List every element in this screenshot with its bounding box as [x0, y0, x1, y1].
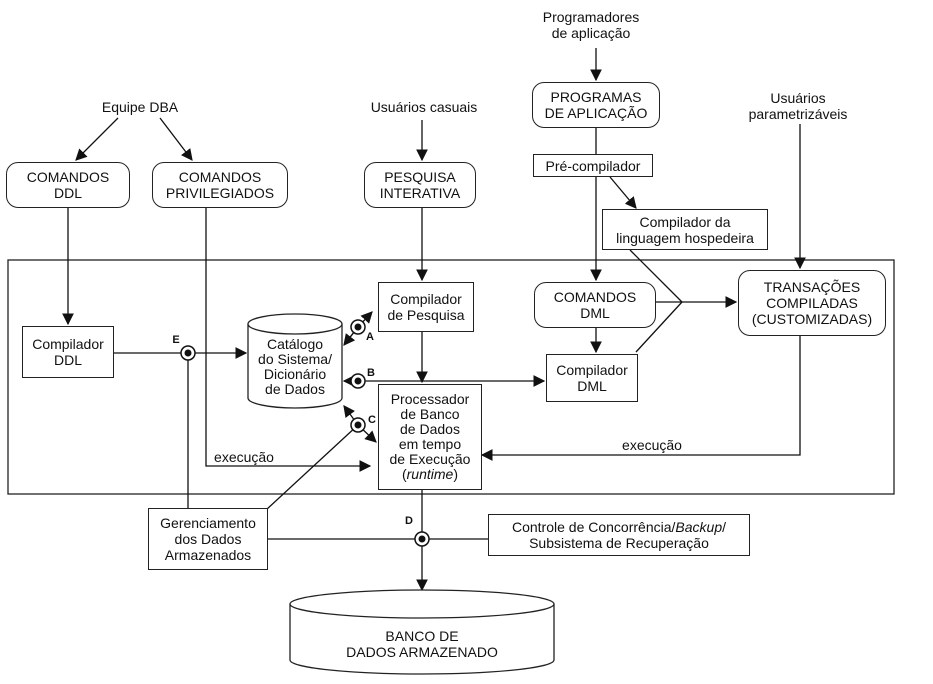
actor-casual-users: Usuários casuais: [370, 99, 478, 115]
edge-dba-priv: [159, 117, 193, 161]
execution-label-right: execução: [622, 437, 682, 453]
runtime-processor-box: Processador de Banco de Dados em tempo d…: [378, 384, 482, 490]
edge-sdm-c: [265, 424, 359, 511]
precompiler-box: Pré-compilador: [533, 154, 653, 177]
edge-host-merge: [629, 249, 683, 303]
catalog-cylinder: [247, 313, 343, 409]
junction-label-d: D: [405, 515, 413, 527]
junction-label-e: E: [172, 334, 180, 346]
edge-priv-execution: [205, 208, 372, 472]
concurrency-control-box: Controle de Concorrência/Backup/ Subsist…: [488, 514, 750, 556]
junction-label-c: C: [368, 414, 376, 426]
actor-dba: Equipe DBA: [101, 99, 179, 115]
database-cylinder: [289, 589, 555, 675]
edge-dba-ddl: [75, 117, 119, 161]
edge-dmlcompiler-merge: [635, 301, 683, 353]
junction-label-b: B: [367, 367, 375, 379]
execution-label-left: execução: [214, 449, 274, 465]
edge-precompiler-host: [609, 176, 637, 209]
dbms-boundary: [7, 259, 895, 495]
edge-transactions-execution: [480, 336, 801, 461]
junctions: [180, 319, 430, 547]
junction-label-a: A: [366, 331, 374, 343]
